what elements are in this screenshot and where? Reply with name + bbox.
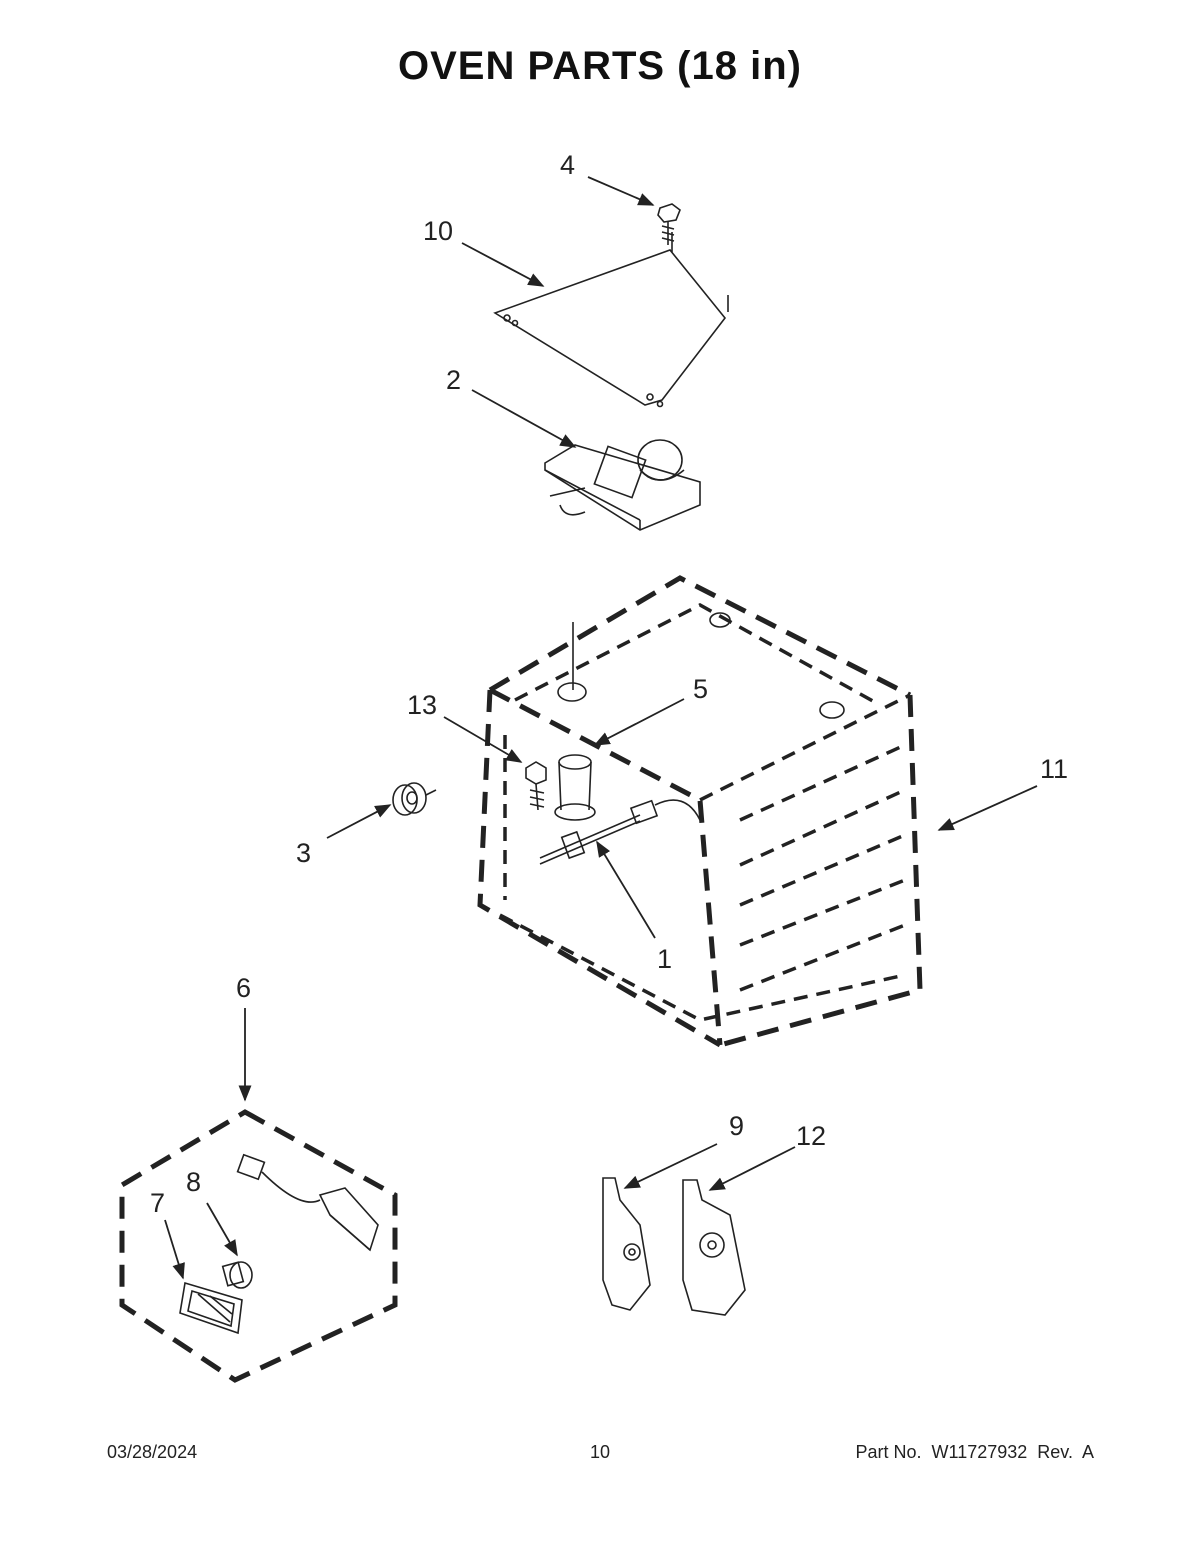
- screw-part: [657, 203, 681, 245]
- footer-date: 03/28/2024: [107, 1442, 198, 1462]
- arrow-8: [206, 1202, 238, 1257]
- callout-4: 4: [560, 150, 575, 180]
- arrow-2: [471, 389, 577, 448]
- callout-13: 13: [407, 690, 437, 720]
- callout-5: 5: [693, 674, 708, 704]
- callout-7: 7: [150, 1188, 165, 1218]
- arrow-11: [937, 785, 1038, 831]
- callout-2: 2: [446, 365, 461, 395]
- probe-part: [539, 799, 701, 865]
- arrow-10: [461, 242, 545, 287]
- arrow-13: [443, 716, 523, 763]
- callout-12: 12: [796, 1121, 826, 1151]
- motor-bracket-part: [544, 439, 701, 531]
- leader-arrows: [164, 176, 1038, 1280]
- arrow-4: [587, 176, 655, 206]
- callout-11: 11: [1040, 754, 1068, 784]
- callout-10: 10: [423, 216, 453, 246]
- page-title: OVEN PARTS (18 in): [398, 44, 802, 88]
- callout-6: 6: [236, 973, 251, 1003]
- arrow-5: [593, 698, 685, 746]
- arrow-3: [326, 804, 392, 839]
- hinge-right-part: [682, 1179, 746, 1316]
- callout-8: 8: [186, 1167, 201, 1197]
- knob-part: [392, 782, 437, 816]
- arrow-1: [596, 840, 656, 939]
- sensor-tube-part: [554, 754, 596, 821]
- hinge-left-part: [602, 1177, 651, 1311]
- footer-page-number: 10: [589, 1442, 611, 1462]
- oven-cavity-part: [477, 575, 923, 1048]
- sensor-screw-part: [525, 761, 547, 811]
- callout-1: 1: [657, 944, 672, 974]
- light-kit-group: [119, 1109, 398, 1383]
- arrow-7: [164, 1219, 185, 1280]
- light-bulb-part: [221, 1261, 253, 1289]
- callout-9: 9: [729, 1111, 744, 1141]
- footer-part-number: Part No. W11727932 Rev. A: [855, 1442, 1094, 1462]
- mounting-plate-part: [493, 232, 729, 408]
- arrow-12: [708, 1146, 796, 1191]
- callout-labels: 4 10 2 13 5 11 3 1 6 8 7 9 12: [150, 150, 1068, 1218]
- light-lens-part: [179, 1281, 243, 1335]
- callout-3: 3: [296, 838, 311, 868]
- arrow-9: [623, 1143, 718, 1189]
